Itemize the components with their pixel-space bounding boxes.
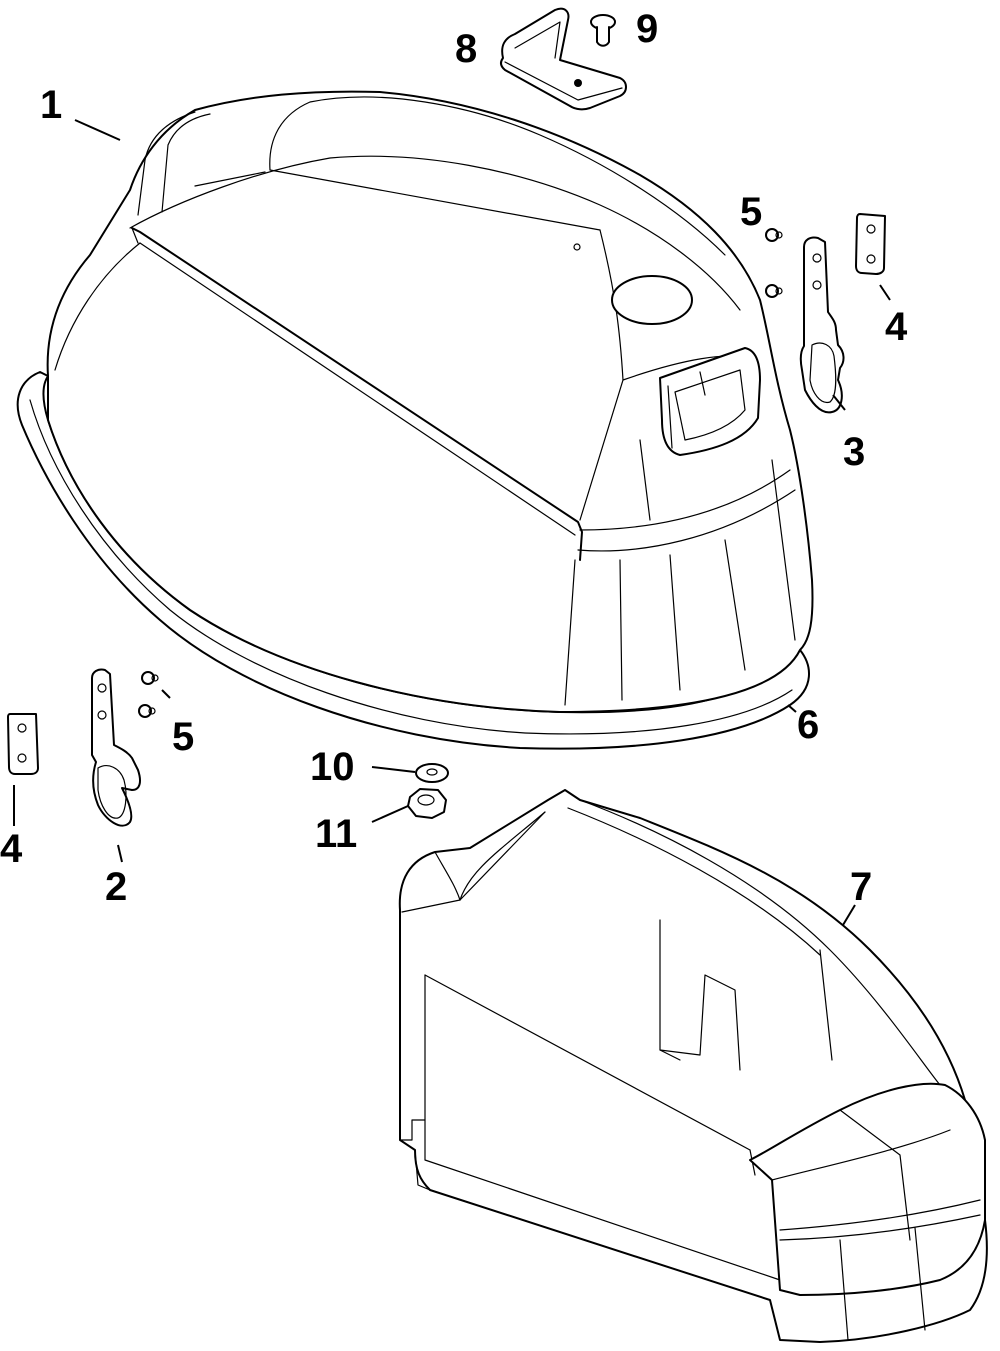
washer-part-10 <box>415 763 449 783</box>
callout-10: 10 <box>310 745 355 789</box>
callout-4-a: 4 <box>0 827 23 871</box>
plate-part-4-upper <box>855 213 886 275</box>
callout-1: 1 <box>40 83 62 127</box>
callout-labels: 1 2 3 4 4 5 5 6 7 8 9 10 11 <box>0 7 908 909</box>
callout-6: 6 <box>797 703 819 747</box>
latch-part-2 <box>91 668 141 827</box>
plate-part-4-lower <box>7 713 39 775</box>
callout-8: 8 <box>455 27 477 71</box>
callout-7: 7 <box>850 865 872 909</box>
latch-part-3 <box>799 236 845 414</box>
callout-2: 2 <box>105 865 127 909</box>
screws-part-5-lower <box>138 671 159 718</box>
bottom-cowl-part-7 <box>398 789 988 1343</box>
nut-part-11 <box>407 788 447 819</box>
callout-5-a: 5 <box>740 190 762 234</box>
callout-4-b: 4 <box>885 305 908 349</box>
top-cowl-part-1 <box>46 90 814 713</box>
leader-lines <box>13 119 891 926</box>
bracket-part-8 <box>499 7 627 111</box>
screw-part-9 <box>590 14 616 47</box>
callout-9: 9 <box>636 7 658 51</box>
callout-5-b: 5 <box>172 715 194 759</box>
callout-3: 3 <box>843 430 865 474</box>
callout-11: 11 <box>315 812 357 856</box>
screws-part-5-upper <box>765 228 783 298</box>
